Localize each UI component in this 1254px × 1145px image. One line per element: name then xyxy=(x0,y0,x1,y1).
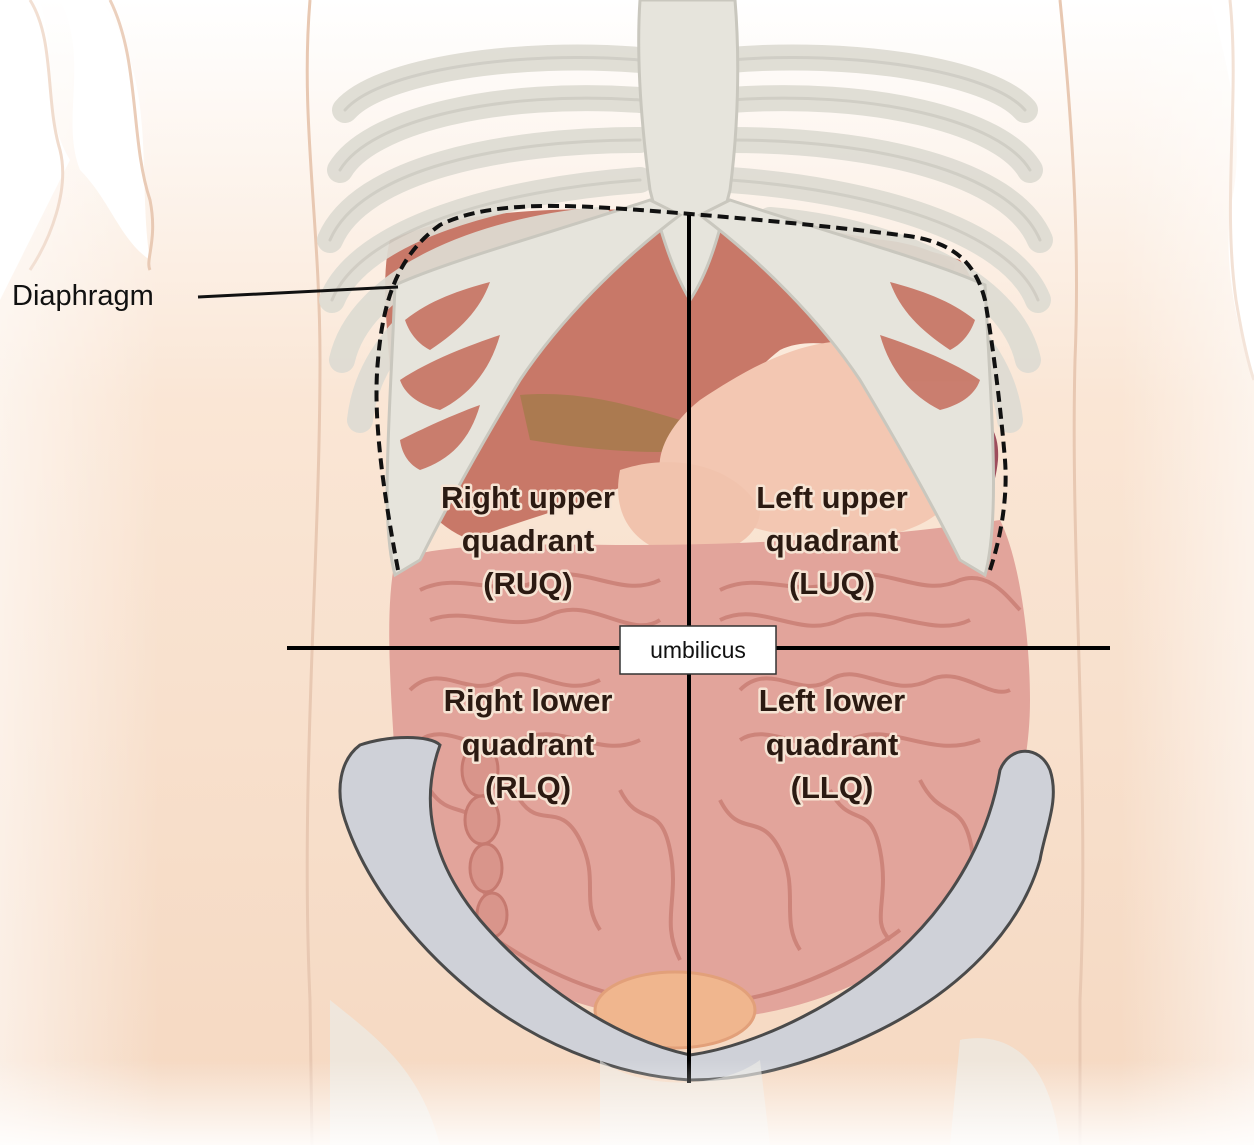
umbilicus-label: umbilicus xyxy=(650,637,746,663)
luq-label-line3: (LUQ) xyxy=(789,566,875,601)
rlq-label-line1: Right lower xyxy=(444,683,613,718)
umbilicus-marker: umbilicus xyxy=(620,626,776,674)
luq-label-line2: quadrant xyxy=(766,523,899,558)
ruq-label-line2: quadrant xyxy=(462,523,595,558)
llq-label-line3: (LLQ) xyxy=(791,770,874,805)
diaphragm-label: Diaphragm xyxy=(12,280,154,312)
llq-label-line1: Left lower xyxy=(759,683,905,718)
ruq-label-line1: Right upper xyxy=(441,480,615,515)
llq-label-line2: quadrant xyxy=(766,727,899,762)
bottom-fade xyxy=(0,1060,1254,1145)
rlq-label-line3: (RLQ) xyxy=(485,770,571,805)
rlq-label-line2: quadrant xyxy=(462,727,595,762)
ruq-label-line3: (RUQ) xyxy=(483,566,573,601)
luq-label-line1: Left upper xyxy=(756,480,908,515)
